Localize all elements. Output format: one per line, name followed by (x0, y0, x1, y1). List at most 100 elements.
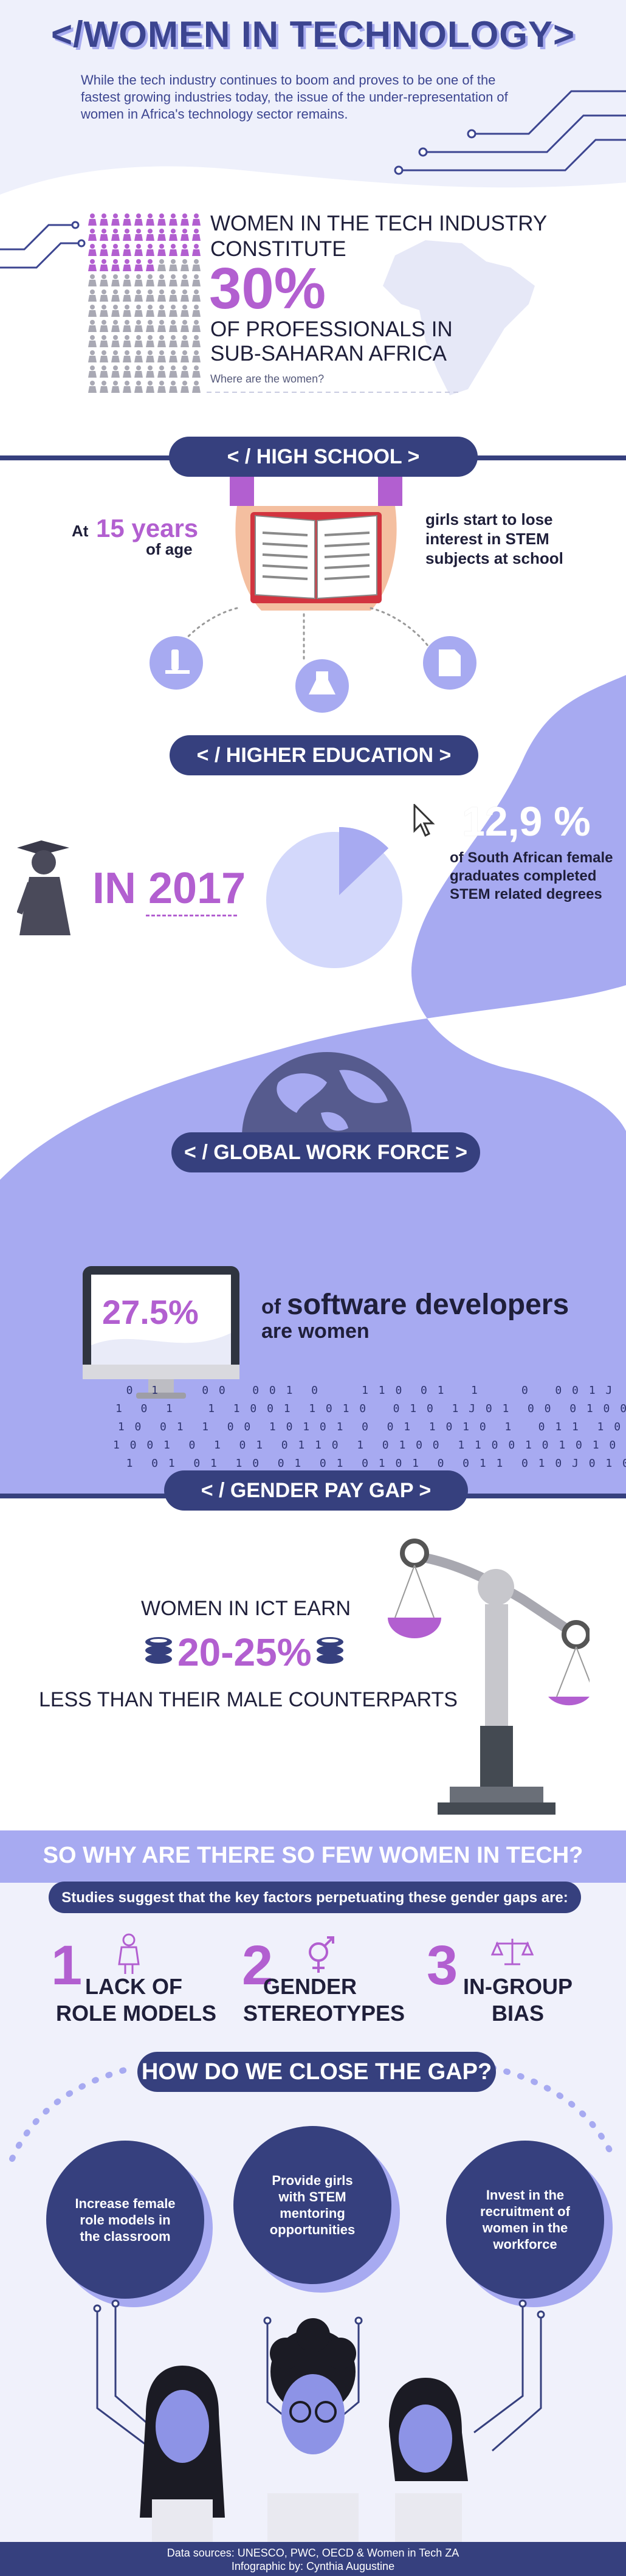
person-icon (88, 213, 97, 226)
person-icon (100, 274, 108, 286)
person-icon (146, 244, 154, 256)
person-icon (157, 335, 166, 347)
stem-degrees-description: of South African female graduates comple… (450, 850, 613, 902)
person-icon (88, 320, 97, 332)
why-subtitle-pill (49, 1882, 581, 1913)
person-icon (100, 365, 108, 378)
person-icon (169, 289, 177, 302)
factor-text-2b: STEREOTYPES (242, 2001, 405, 2026)
person-icon (181, 350, 189, 362)
action-circle-2: Provide girls with STEM mentoring opport… (233, 2126, 391, 2284)
person-icon (134, 229, 143, 241)
gender-pay-gap-label: < / GENDER PAY GAP > (164, 1470, 468, 1511)
constitute-line3: OF PROFESSIONALS IN (210, 317, 453, 341)
person-icon (88, 229, 97, 241)
person-icon (123, 350, 131, 362)
dotted-arc (9, 2065, 617, 2162)
high-school-description: girls start to lose interest in STEM sub… (425, 510, 563, 567)
hero-section: </WOMEN IN TECHNOLOGY> While the tech in… (0, 0, 626, 462)
person-icon (157, 213, 166, 226)
footer (0, 2542, 626, 2576)
person-icon (192, 305, 201, 317)
person-icon (111, 350, 120, 362)
person-icon (88, 350, 97, 362)
person-icon (123, 365, 131, 378)
stem-degrees-pie (266, 827, 402, 968)
action-circle-3: Invest in the recruitment of women in th… (446, 2141, 604, 2299)
factor-number-1: 1 (51, 1934, 83, 1996)
developers-rest: are women (261, 1320, 370, 1343)
higher-ed-year: IN 2017 (92, 864, 246, 913)
person-icon (146, 335, 154, 347)
person-icon (100, 259, 108, 271)
person-icon (157, 350, 166, 362)
coins-icon-left (145, 1637, 172, 1664)
person-icon (100, 320, 108, 332)
person-icon (169, 213, 177, 226)
binary-line: 1 0 1 1 1 0 0 1 1 0 1 0 0 1 0 1 J 0 1 0 … (115, 1402, 626, 1415)
person-icon (146, 305, 154, 317)
person-icon (88, 289, 97, 302)
pay-gap-line3: LESS THAN THEIR MALE COUNTERPARTS (39, 1688, 458, 1711)
higher-education-label: < / HIGHER EDUCATION > (170, 735, 478, 775)
person-icon (146, 350, 154, 362)
year-underline (146, 915, 237, 916)
person-icon (134, 244, 143, 256)
person-icon (157, 305, 166, 317)
stem-degrees-percent: 12,9 % (462, 798, 591, 845)
age-value: 15 years (96, 514, 199, 542)
person-icon (123, 289, 131, 302)
person-icon (123, 244, 131, 256)
person-icon (146, 365, 154, 378)
action-text-2: Provide girls with STEM mentoring opport… (269, 2173, 356, 2237)
person-icon (157, 274, 166, 286)
person-icon (100, 244, 108, 256)
why-subtitle: Studies suggest that the key factors per… (61, 1889, 568, 1906)
pay-gap-background (0, 1498, 626, 1830)
person-icon (134, 274, 143, 286)
person-icon (169, 274, 177, 286)
person-icon (169, 320, 177, 332)
flask-icon (309, 671, 335, 694)
person-icon (123, 320, 131, 332)
code-file-icon (439, 649, 461, 676)
person-icon (181, 213, 189, 226)
person-icon (146, 289, 154, 302)
person-icon (134, 259, 143, 271)
person-icon (192, 213, 201, 226)
person-icon (123, 335, 131, 347)
global-workforce-label: < / GLOBAL WORK FORCE > (171, 1132, 480, 1172)
person-icon (192, 274, 201, 286)
footer-sources: Data sources: UNESCO, PWC, OECD & Women … (167, 2547, 459, 2559)
person-icon (181, 244, 189, 256)
person-icon (100, 350, 108, 362)
person-icon (123, 259, 131, 271)
person-icon (146, 229, 154, 241)
person-icon (111, 274, 120, 286)
person-icon (100, 229, 108, 241)
person-icon (100, 381, 108, 393)
age-text-at: At (72, 522, 89, 540)
person-icon (134, 320, 143, 332)
binary-line: 1 0 1 0 1 1 0 0 1 0 1 0 1 0 1 0 0 1 1 0 … (109, 1457, 626, 1470)
pay-gap-range: 20-25% (177, 1630, 312, 1674)
factor-text-3b: BIAS (491, 2001, 544, 2026)
person-icon (157, 229, 166, 241)
action-text-1: Increase female role models in the class… (75, 2195, 176, 2244)
person-icon (111, 320, 120, 332)
person-icon (192, 229, 201, 241)
person-icon (192, 365, 201, 378)
africa-map (383, 240, 535, 395)
person-icon (123, 229, 131, 241)
binary-rain: 0 1 0 0 0 0 1 0 1 1 0 0 1 1 0 0 0 1 J 1 … (109, 1384, 626, 1500)
person-icon (181, 365, 189, 378)
factor-text-3a: IN-GROUP (463, 1974, 573, 1999)
person-icon (134, 365, 143, 378)
age-text-of-age: of age (146, 540, 193, 558)
person-icon (181, 259, 189, 271)
binary-line: 0 1 0 0 0 0 1 0 1 1 0 0 1 1 0 0 0 1 J (109, 1384, 614, 1397)
footer-credit: Infographic by: Cynthia Augustine (231, 2560, 395, 2572)
person-icon (134, 381, 143, 393)
scales-icon (388, 1539, 590, 1815)
person-icon (157, 259, 166, 271)
